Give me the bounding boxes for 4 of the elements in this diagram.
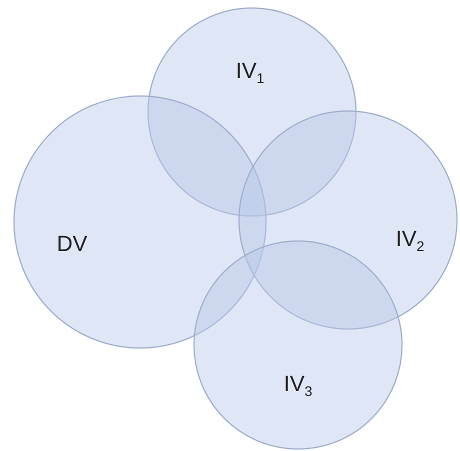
circle-label: IV$_{3}$ [284, 370, 312, 400]
circle-label: IV$_{1}$ [236, 58, 264, 86]
circle-label: IV$_{2}$ [396, 226, 424, 254]
circle-label: DV [56, 231, 88, 257]
